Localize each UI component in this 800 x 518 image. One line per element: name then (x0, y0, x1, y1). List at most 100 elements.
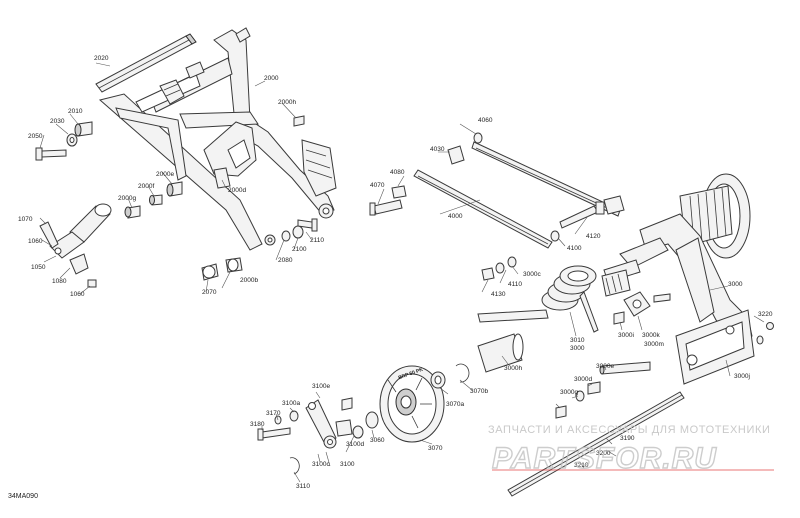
front-arm-assembly (35, 27, 337, 293)
label-1080: 1080 (52, 278, 67, 285)
label-3180: 3180 (250, 421, 265, 428)
label-3000m: 3000m (644, 341, 664, 348)
label-2010: 2010 (68, 108, 83, 115)
label-3210: 3210 (574, 462, 589, 469)
washer-3060 (365, 411, 379, 429)
bolt-2050 (35, 147, 67, 161)
washer-2100 (292, 225, 304, 239)
bushing-2000b (225, 257, 243, 273)
bearing-3070a (430, 371, 446, 389)
label-3000g: 3000g (560, 389, 579, 396)
label-2110: 2110 (310, 237, 324, 244)
label-2000f: 2000f (138, 183, 155, 190)
washer-4100 (550, 230, 560, 242)
label-3220: 3220 (758, 311, 773, 318)
bushing-2000f (149, 194, 163, 206)
label-3100c: 3100c (312, 461, 330, 468)
label-3000h: 3000h (504, 365, 523, 372)
nut-4130 (481, 267, 495, 281)
label-3070a: 3070a (446, 401, 465, 408)
washer-3220 (766, 322, 774, 330)
label-1070: 1070 (18, 216, 33, 223)
label-4030: 4030 (430, 146, 445, 153)
spring-3010 (477, 265, 599, 337)
label-3100e: 3100e (312, 383, 331, 390)
bolt-3180 (257, 427, 291, 441)
washer-3000g (575, 390, 585, 402)
label-3060: 3060 (370, 437, 385, 444)
label-1060-b: 1060 (70, 291, 85, 298)
label-3000i: 3000i (618, 332, 634, 339)
label-3110: 3110 (296, 483, 310, 490)
label-2000e: 2000e (156, 171, 175, 178)
idler-wheel-3070 (379, 365, 445, 443)
label-3000: 3000 (728, 281, 743, 288)
spacer-3100e (341, 397, 353, 411)
bracket-3000k (613, 291, 671, 331)
label-1060: 1060 (28, 238, 43, 245)
bearing-3100d (352, 425, 364, 439)
label-3000d: 3000d (574, 376, 593, 383)
label-3100a: 3100a (282, 400, 301, 407)
label-2020: 2020 (94, 55, 109, 62)
washer-4080 (473, 132, 483, 144)
washer-3000c (507, 256, 517, 268)
label-4070: 4070 (370, 182, 385, 189)
label-3010: 3010 (570, 337, 585, 344)
label-2050: 2050 (28, 133, 43, 140)
washer-3100a (289, 410, 299, 422)
sleeve-3000h (477, 333, 524, 373)
label-4130: 4130 (491, 291, 506, 298)
bolt-2110 (297, 218, 318, 232)
nut-3000h (555, 405, 567, 419)
label-2000: 2000 (264, 75, 279, 82)
label-4110: 4110 (508, 281, 522, 288)
circlip-3110 (289, 457, 300, 475)
label-2000d: 2000d (228, 187, 247, 194)
label-3100d: 3100d (346, 441, 365, 448)
arm-3100 (305, 399, 353, 449)
washer-4110 (495, 262, 505, 274)
link-assembly-4000 (369, 123, 625, 293)
bolt-4070 (369, 202, 376, 216)
label-2100: 2100 (292, 246, 307, 253)
shaft-2020 (95, 33, 197, 93)
bushing-2000g (124, 205, 141, 219)
label-2000h: 2000h (278, 99, 297, 106)
rod-3210 (507, 391, 685, 497)
label-3000-b: 3000 (570, 345, 585, 352)
bushing-2070 (201, 263, 219, 281)
bushing-2000e (166, 181, 183, 197)
label-4000: 4000 (448, 213, 463, 220)
label-3000e: 3000e (596, 363, 615, 370)
label-3100: 3100 (340, 461, 355, 468)
washer-2030 (66, 133, 78, 147)
washer-2080 (281, 230, 291, 242)
label-1050: 1050 (31, 264, 46, 271)
drawing-code: 34MA090 (8, 493, 38, 500)
label-2000g: 2000g (118, 195, 137, 202)
label-3170: 3170 (266, 410, 281, 417)
label-4060: 4060 (478, 117, 493, 124)
label-3070: 3070 (428, 445, 443, 452)
bushing-2000h (293, 115, 305, 127)
label-4100: 4100 (567, 245, 582, 252)
rear-arm-3000 (601, 173, 774, 385)
bushing-2010 (74, 121, 93, 137)
label-3000j: 3000j (734, 373, 750, 380)
label-2070: 2070 (202, 289, 217, 296)
label-2030: 2030 (50, 118, 65, 125)
arm-frame-2000 (98, 27, 337, 251)
label-3000c: 3000c (523, 271, 541, 278)
shock-1050 (39, 203, 112, 295)
bushing-3000d (587, 381, 601, 395)
label-3070b: 3070b (470, 388, 489, 395)
label-3190: 3190 (620, 435, 635, 442)
label-3000k: 3000k (642, 332, 660, 339)
circlip-3070b (455, 363, 470, 383)
label-4120: 4120 (586, 233, 601, 240)
shaft-3000e (599, 361, 651, 375)
watermark-tagline: ЗАПЧАСТИ И АКСЕССУАРЫ ДЛЯ МОТОТЕХНИКИ (488, 424, 771, 436)
